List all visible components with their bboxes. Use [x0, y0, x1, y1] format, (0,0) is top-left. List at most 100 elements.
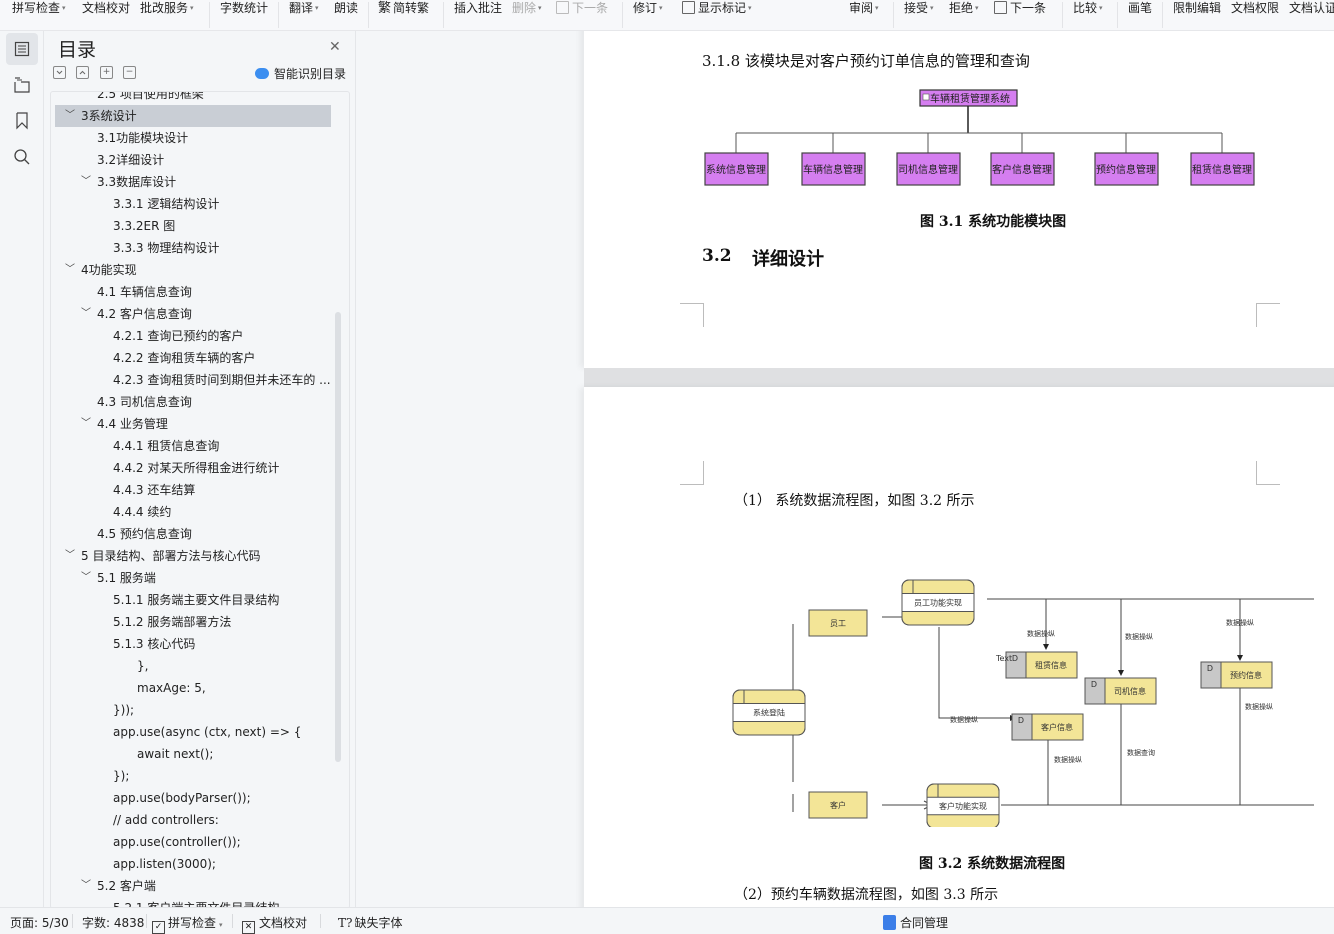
toc-item[interactable]: 4.2.3 查询租赁时间到期但并未还车的 ...	[55, 369, 331, 391]
smart-toc-button[interactable]: 智能识别目录	[255, 65, 346, 82]
toc-item[interactable]: ﹀ 3系统设计	[55, 105, 331, 127]
font-icon: T?	[338, 916, 353, 930]
remove-level-button[interactable]: −	[123, 66, 136, 79]
toc-item[interactable]: ﹀4.4 业务管理	[55, 413, 331, 435]
toc-item[interactable]: // add controllers:	[55, 809, 331, 831]
toc-item[interactable]: 3.1功能模块设计	[55, 127, 331, 149]
toc-item[interactable]: 3.3.1 逻辑结构设计	[55, 193, 331, 215]
toc-item[interactable]: app.use(controller());	[55, 831, 331, 853]
show-markup-button[interactable]: 显示标记▾	[682, 0, 752, 18]
toc-item[interactable]: app.listen(3000);	[55, 853, 331, 875]
toc-item[interactable]: 3.3.2ER 图	[55, 215, 331, 237]
toc-item[interactable]: 4.3 司机信息查询	[55, 391, 331, 413]
pen-button[interactable]: 画笔	[1128, 1, 1153, 15]
chevron-down-icon[interactable]: ﹀	[65, 264, 75, 275]
store-client-box	[1031, 713, 1084, 741]
process-login-label: 系统登陆	[753, 708, 785, 718]
add-level-button[interactable]: +	[100, 66, 113, 79]
toc-panel-button[interactable]	[6, 33, 38, 65]
contract-management-button[interactable]: 合同管理	[883, 914, 948, 931]
word-count-indicator[interactable]: 字数: 4838	[82, 916, 145, 930]
toc-item[interactable]: ﹀5.2 客户端	[55, 875, 331, 897]
toc-item[interactable]: 3.3.3 物理结构设计	[55, 237, 331, 259]
toc-item[interactable]: });	[55, 765, 331, 787]
status-bar: 页面: 5/30 字数: 4838 ✓拼写检查▾ ✕文档校对 T?缺失字体 合同…	[0, 907, 1334, 934]
toc-item[interactable]: ﹀3.3数据库设计	[55, 171, 331, 193]
next-comment-button[interactable]: 下一条	[556, 0, 608, 18]
toc-item[interactable]: }));	[55, 699, 331, 721]
search-panel-button[interactable]	[6, 141, 38, 173]
paragraph-dfd-intro: （1） 系统数据流程图，如图 3.2 所示	[734, 493, 975, 509]
next-change-button[interactable]: 下一条	[994, 0, 1046, 18]
restrict-editing-button[interactable]: 限制编辑	[1173, 1, 1222, 15]
toc-item-label: 5.1.2 服务端部署方法	[113, 615, 232, 629]
chevron-down-icon[interactable]: ﹀	[65, 550, 75, 561]
spellcheck-button[interactable]: 拼写检查▾	[12, 1, 66, 15]
delete-comment-button[interactable]: 删除▾	[512, 1, 542, 15]
toc-item[interactable]: ﹀5 目录结构、部署方法与核心代码	[55, 545, 331, 567]
toc-item[interactable]: 3.2详细设计	[55, 149, 331, 171]
toc-item[interactable]: 4.2.1 查询已预约的客户	[55, 325, 331, 347]
chevron-down-icon[interactable]: ﹀	[65, 110, 75, 121]
track-changes-button[interactable]: 修订▾	[633, 1, 663, 15]
toc-item[interactable]: 4.4.2 对某天所得租金进行统计	[55, 457, 331, 479]
store-tag: D	[1091, 680, 1097, 689]
navigation-panel-button[interactable]	[6, 69, 38, 101]
correction-service-button[interactable]: 批改服务▾	[140, 1, 194, 15]
toc-item[interactable]: 5.1.2 服务端部署方法	[55, 611, 331, 633]
toc-item[interactable]: ﹀5.1 服务端	[55, 567, 331, 589]
chevron-down-icon[interactable]: ﹀	[81, 308, 91, 319]
toc-item-label: 4.4.4 续约	[113, 505, 172, 519]
missing-font-status[interactable]: T?缺失字体	[338, 916, 403, 930]
next-change-icon	[994, 1, 1007, 14]
toc-item[interactable]: 4.4.1 租赁信息查询	[55, 435, 331, 457]
contract-icon	[883, 915, 896, 930]
toc-item[interactable]: 5.1.1 服务端主要文件目录结构	[55, 589, 331, 611]
toc-item[interactable]: maxAge: 5,	[55, 677, 331, 699]
chevron-down-icon[interactable]: ﹀	[81, 418, 91, 429]
collapse-all-button[interactable]	[53, 66, 66, 79]
toc-item[interactable]: app.use(bodyParser());	[55, 787, 331, 809]
document-page: （1） 系统数据流程图，如图 3.2 所示 系统登陆员工员工功能实现客户客户功能…	[584, 387, 1334, 907]
chevron-down-icon[interactable]: ﹀	[81, 880, 91, 891]
store-tag: D	[1012, 654, 1018, 663]
toc-item[interactable]: await next();	[55, 743, 331, 765]
insert-comment-button[interactable]: 插入批注	[454, 1, 503, 15]
toc-item-label: await next();	[137, 747, 214, 761]
document-permissions-button[interactable]: 文档权限	[1231, 1, 1280, 15]
chevron-down-icon[interactable]: ﹀	[81, 572, 91, 583]
toc-item[interactable]: ﹀4.2 客户信息查询	[55, 303, 331, 325]
toc-item-label: 3系统设计	[81, 109, 137, 123]
bookmark-panel-button[interactable]	[6, 105, 38, 137]
toc-scrollbar[interactable]	[335, 312, 341, 762]
expand-all-button[interactable]	[76, 66, 89, 79]
document-certification-button[interactable]: 文档认证	[1289, 1, 1334, 15]
accept-button[interactable]: 接受▾	[904, 1, 934, 15]
toc-item[interactable]: 4.4.4 续约	[55, 501, 331, 523]
toc-item[interactable]: 5.1.3 核心代码	[55, 633, 331, 655]
toc-item[interactable]: },	[55, 655, 331, 677]
toc-item[interactable]: 2.5 项目使用的框架	[55, 92, 331, 105]
figure-3-1-caption: 图 3.1 系统功能模块图	[920, 214, 1067, 230]
toc-item[interactable]: 4.2.2 查询租赁车辆的客户	[55, 347, 331, 369]
flow-label: 数据操纵	[1226, 618, 1254, 627]
translate-button[interactable]: 翻译▾	[289, 1, 319, 15]
simplified-to-traditional-button[interactable]: 繁简转繁	[378, 1, 430, 16]
read-aloud-button[interactable]: 朗读	[334, 1, 359, 15]
toc-item[interactable]: 4.4.3 还车结算	[55, 479, 331, 501]
proofread-button[interactable]: 文档校对	[82, 1, 131, 15]
page-indicator[interactable]: 页面: 5/30	[10, 916, 69, 930]
proofread-status[interactable]: ✕文档校对	[242, 914, 307, 934]
reject-button[interactable]: 拒绝▾	[949, 1, 979, 15]
toc-item[interactable]: 4.5 预约信息查询	[55, 523, 331, 545]
review-button[interactable]: 审阅▾	[849, 1, 879, 15]
toc-item[interactable]: app.use(async (ctx, next) => {	[55, 721, 331, 743]
compare-button[interactable]: 比较▾	[1073, 1, 1103, 15]
chevron-down-icon[interactable]: ﹀	[81, 176, 91, 187]
spellcheck-status[interactable]: ✓拼写检查▾	[152, 914, 223, 934]
close-icon[interactable]: ✕	[329, 39, 341, 55]
word-count-button[interactable]: 字数统计	[220, 1, 269, 15]
toc-item[interactable]: ﹀4功能实现	[55, 259, 331, 281]
toc-item[interactable]: 4.1 车辆信息查询	[55, 281, 331, 303]
toc-item[interactable]: 5.2.1 客户端主要文件目录结构	[55, 897, 331, 908]
